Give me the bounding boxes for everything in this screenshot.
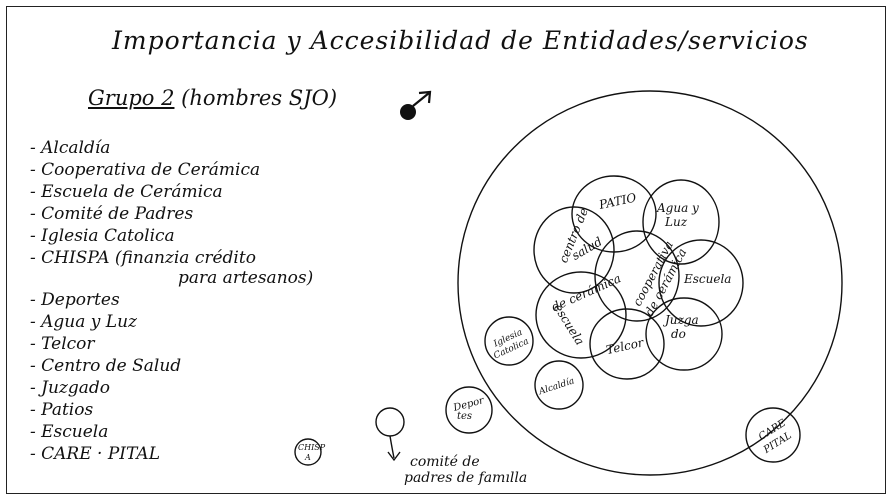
comite-arrow <box>389 435 395 459</box>
list-item: - Juzgado <box>30 378 111 398</box>
list-item-main: - CHISPA (finanzia crédito <box>30 248 256 268</box>
list-item: - Centro de Salud <box>30 356 182 376</box>
venn-label-telcor: Telcor <box>605 335 646 357</box>
circle-deportes <box>445 386 493 434</box>
circle-agua-luz <box>642 179 720 265</box>
entity-list: - Alcaldía - Cooperativa de Cerámica - E… <box>30 138 313 466</box>
list-item: - Patios <box>30 400 94 420</box>
diagram-title: Importancia y Accesibilidad de Entidades… <box>112 26 809 55</box>
circle-telcor <box>589 308 665 380</box>
male-symbol-icon <box>400 90 432 120</box>
list-item: - Escuela <box>30 422 109 442</box>
list-item: - Telcor <box>30 334 95 354</box>
venn-label-escuela: Escuela <box>683 272 731 286</box>
list-item-continuation: para artesanos) <box>178 268 314 288</box>
venn-label-chispa-2: A <box>304 453 311 462</box>
venn-label-juzgado-2: do <box>671 327 686 341</box>
diagram-frame <box>6 6 886 494</box>
venn-label-alcaldia: Alcaldía <box>537 375 576 397</box>
circle-escuela-ceramica <box>535 271 627 359</box>
circle-cooperativa <box>594 230 680 322</box>
group-heading: Grupo 2 (hombres SJO) <box>88 86 337 110</box>
list-item: - Cooperativa de Cerámica <box>30 160 261 180</box>
group-detail: (hombres SJO) <box>181 86 338 110</box>
circle-centro-salud <box>533 206 615 294</box>
list-item: - Escuela de Cerámica <box>30 182 223 202</box>
list-item: - Comité de Padres <box>30 204 194 224</box>
circle-escuela <box>658 239 744 327</box>
venn-label-juzgado-1: Juzga <box>662 313 699 327</box>
comite-label-1: comité de <box>410 454 480 470</box>
list-item: - CARE · PITAL <box>30 444 160 464</box>
circle-alcaldia <box>534 360 584 410</box>
circle-comite <box>375 407 405 437</box>
venn-label-chispa-1: CHISP <box>298 443 326 452</box>
list-item: - Alcaldía <box>30 138 111 158</box>
venn-label-deportes-2: tes <box>457 411 472 422</box>
circle-chispa <box>294 438 322 466</box>
circle-juzgado <box>645 297 723 371</box>
group-label: Grupo 2 <box>88 86 175 110</box>
list-item: - Deportes <box>30 290 120 310</box>
circle-care <box>745 407 801 463</box>
list-item: - Iglesia Catolica <box>30 226 175 246</box>
comite-label-2: padres de famılla <box>404 470 527 486</box>
circle-iglesia <box>484 316 534 366</box>
venn-label-esc-cer-2: de cerámica <box>549 271 623 314</box>
community-circle <box>457 90 843 476</box>
venn-label-agua-2: Luz <box>664 215 688 229</box>
venn-label-patio: PATIO <box>597 190 638 212</box>
list-item: - Agua y Luz <box>30 312 137 332</box>
venn-label-agua-1: Agua y <box>656 201 699 215</box>
